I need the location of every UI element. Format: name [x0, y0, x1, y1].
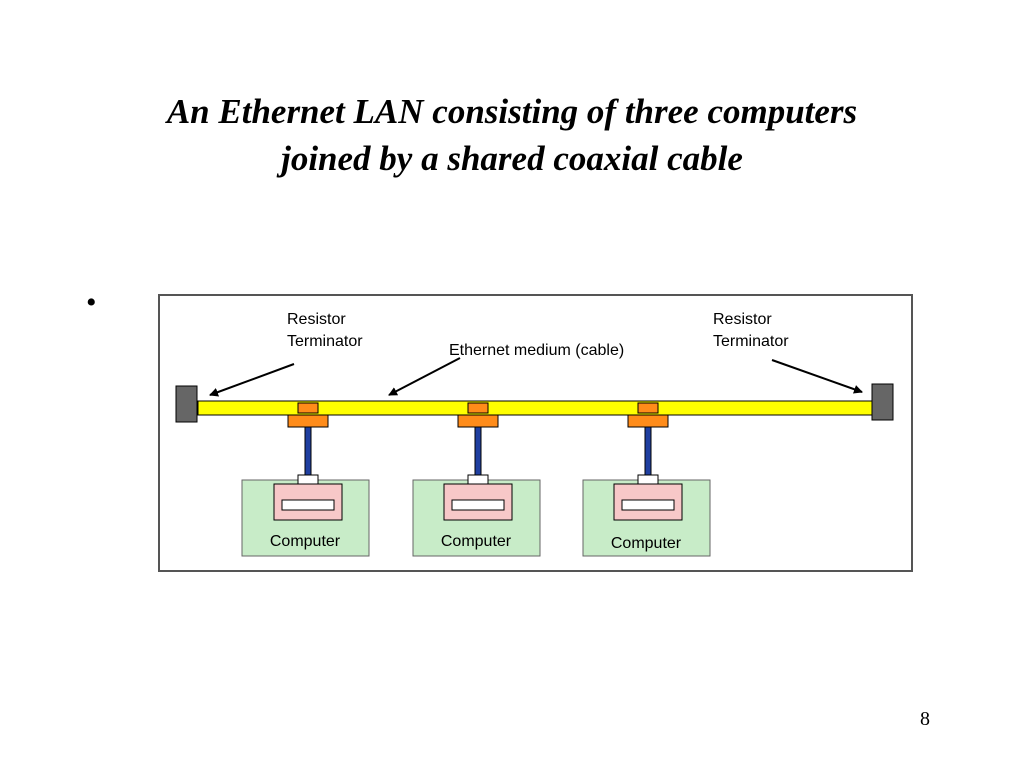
left-terminator-label-line-2: Terminator [287, 333, 363, 350]
left-resistor-terminator [175, 385, 198, 423]
cable-arrow [388, 357, 461, 396]
cable-label: Ethernet medium (cable) [449, 342, 624, 359]
page-number: 8 [920, 708, 930, 730]
title-line-2: joined by a shared coaxial cable [281, 139, 743, 178]
tap-connector [467, 402, 489, 414]
tap-connector [637, 402, 659, 414]
drop-cable [474, 426, 482, 478]
card-connector [637, 474, 659, 485]
bullet-point: • [86, 286, 97, 319]
card-connector [297, 474, 319, 485]
tap-base [627, 414, 669, 428]
station-1: Computer [241, 402, 370, 557]
card-slot [621, 499, 675, 511]
slide-title: An Ethernet LAN consisting of three comp… [0, 88, 1024, 182]
tap-base [457, 414, 499, 428]
computer-label: Computer [441, 533, 512, 550]
title-line-1: An Ethernet LAN consisting of three comp… [166, 92, 858, 131]
right-terminator-label-line-2: Terminator [713, 333, 789, 350]
card-slot [281, 499, 335, 511]
drop-cable [644, 426, 652, 478]
card-slot [451, 499, 505, 511]
card-connector [467, 474, 489, 485]
station-2: Computer [412, 402, 541, 557]
computer-label: Computer [611, 535, 682, 552]
tap-connector [297, 402, 319, 414]
right-terminator-arrow [771, 359, 863, 394]
right-terminator-label-line-1: Resistor [713, 311, 772, 328]
ethernet-diagram-svg: Resistor Terminator Ethernet medium (cab… [158, 294, 913, 572]
right-resistor-terminator [871, 383, 894, 421]
station-3: Computer [582, 402, 711, 557]
ethernet-diagram: Resistor Terminator Ethernet medium (cab… [158, 294, 914, 574]
computer-label: Computer [270, 533, 341, 550]
tap-base [287, 414, 329, 428]
drop-cable [304, 426, 312, 478]
left-terminator-arrow [209, 363, 295, 397]
left-terminator-label-line-1: Resistor [287, 311, 346, 328]
